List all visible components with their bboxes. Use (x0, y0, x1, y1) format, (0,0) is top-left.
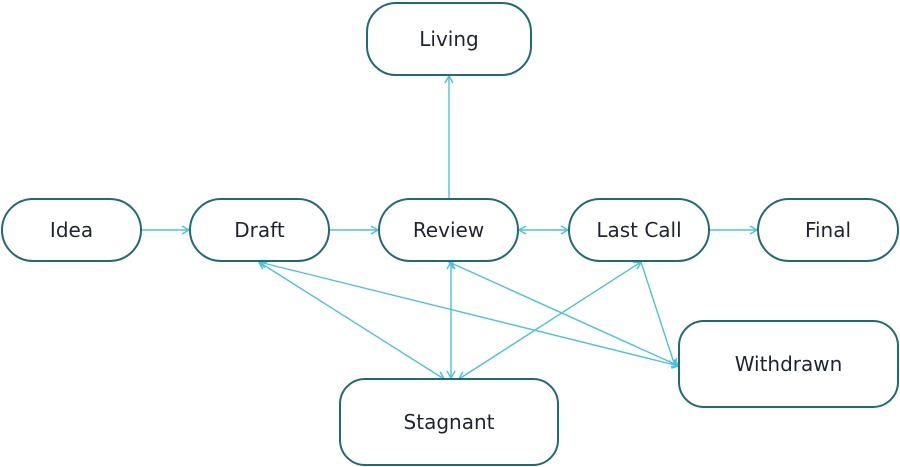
edge-review-to-withdrawn (447, 260, 681, 368)
node-idea-label: Idea (49, 218, 94, 242)
node-draft: Draft (189, 198, 330, 262)
node-idea: Idea (1, 198, 142, 262)
node-withdrawn-label: Withdrawn (734, 352, 843, 376)
node-living-label: Living (419, 27, 479, 51)
edge-last-call-to-stagnant (457, 261, 643, 380)
node-review-label: Review (412, 218, 485, 242)
node-review: Review (378, 198, 519, 262)
edge-draft-to-stagnant (257, 261, 446, 380)
node-stagnant: Stagnant (339, 378, 559, 466)
node-draft-label: Draft (234, 218, 285, 242)
node-final-label: Final (804, 218, 852, 242)
edge-last-call-to-withdrawn (640, 261, 678, 368)
node-stagnant-label: Stagnant (403, 410, 495, 434)
node-withdrawn: Withdrawn (678, 320, 899, 408)
node-living: Living (366, 2, 532, 76)
node-last-call-label: Last Call (596, 218, 682, 242)
node-last-call: Last Call (568, 198, 710, 262)
node-final: Final (757, 198, 899, 262)
